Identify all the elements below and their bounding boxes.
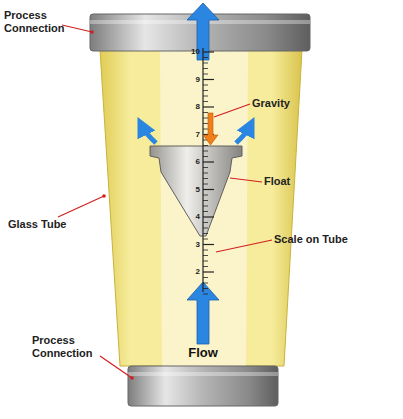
part-label: Gravity	[252, 97, 322, 110]
bypass-flow-arrow	[236, 126, 250, 143]
scale-number: 5	[196, 186, 200, 194]
float	[150, 146, 242, 236]
part-label: Process Connection	[4, 9, 66, 34]
bypass-flow-arrow	[142, 126, 156, 143]
scale-number: 9	[196, 76, 200, 84]
gravity-arrow	[203, 113, 218, 145]
scale	[203, 48, 214, 294]
part-label: Process Connection	[32, 334, 98, 359]
scale-number: 3	[196, 241, 200, 249]
part-label: Glass Tube	[8, 218, 68, 231]
bottom-process-connection	[128, 366, 278, 406]
leader-lines	[58, 25, 272, 378]
scale-number: 8	[196, 103, 200, 111]
part-label: Float	[264, 175, 324, 188]
scale-number: 6	[196, 158, 200, 166]
part-label: Scale on Tube	[274, 233, 374, 246]
scale-number: 2	[196, 268, 200, 276]
scale-number: 7	[196, 131, 200, 139]
outlet-flow-arrow	[187, 3, 219, 60]
flow-label: Flow	[173, 345, 233, 360]
scale-number: 4	[196, 213, 200, 221]
scale-number: 10	[191, 48, 200, 56]
